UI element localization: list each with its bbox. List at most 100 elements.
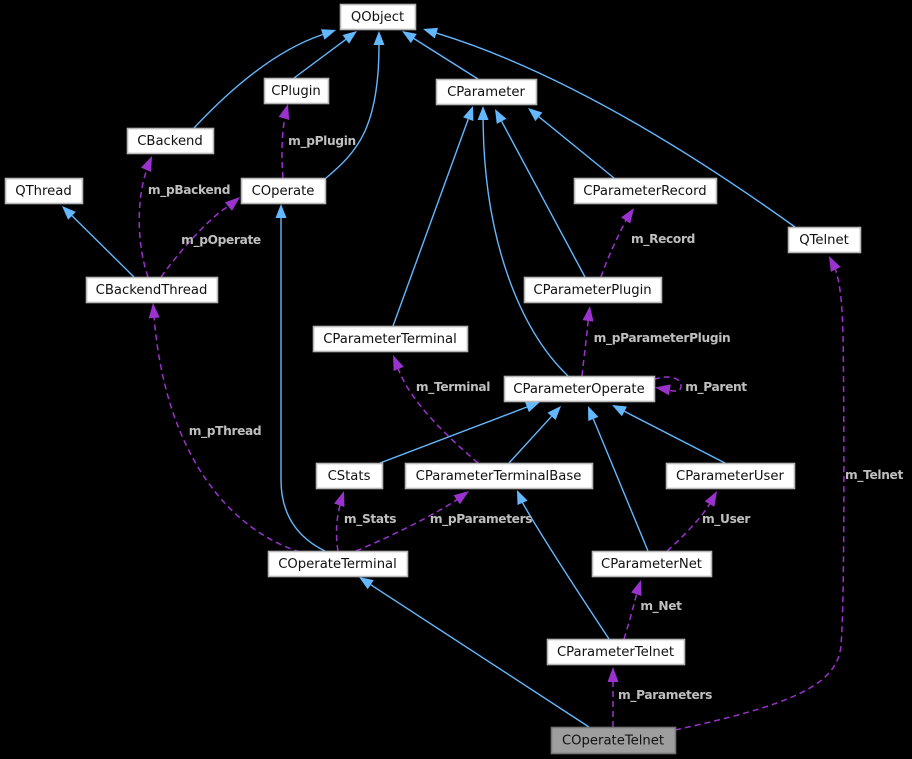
class-node-COperate[interactable]: COperate: [240, 177, 327, 205]
arrowhead-icon: [373, 31, 385, 45]
edge-CBackendThread-CBackend-m_pBackend: [138, 156, 152, 278]
class-node-CPlugin[interactable]: CPlugin: [263, 77, 330, 105]
arrowhead-icon: [359, 577, 374, 590]
edge-COperateTerminal-COperate: [275, 204, 326, 552]
class-node-CParameterRecord[interactable]: CParameterRecord: [573, 177, 718, 205]
arrowhead-icon: [547, 406, 561, 421]
arrowhead-icon: [582, 306, 594, 322]
arrowhead-icon: [334, 491, 345, 507]
class-node-label: QTelnet: [799, 233, 849, 248]
arrowhead-icon: [453, 491, 469, 505]
arrowhead-icon: [517, 490, 528, 506]
edge-label-m_Terminal: m_Terminal: [416, 380, 490, 395]
arrowhead-icon: [275, 204, 287, 218]
edge-CBackendThread-QThread: [62, 206, 135, 278]
edge-label-m_Telnet: m_Telnet: [845, 468, 903, 483]
edge-label-m_pPlugin: m_pPlugin: [288, 134, 356, 149]
edge-COperateTelnet-QTelnet-m_Telnet: [674, 256, 845, 731]
class-node-CParameter[interactable]: CParameter: [435, 78, 538, 106]
arrowhead-icon: [342, 31, 357, 44]
class-node-label: CPlugin: [271, 84, 321, 99]
edge-CBackend-QObject: [193, 29, 336, 129]
arrowhead-icon: [278, 104, 290, 120]
edge-COperate-CPlugin-m_pPlugin: [278, 104, 290, 179]
class-node-label: CParameterPlugin: [533, 283, 651, 298]
class-node-label: COperateTelnet: [562, 734, 664, 749]
class-node-CParameterUser[interactable]: CParameterUser: [665, 462, 796, 490]
edge-label-m_pOperate: m_pOperate: [181, 233, 261, 248]
class-node-CBackendThread[interactable]: CBackendThread: [85, 276, 219, 304]
arrowhead-icon: [621, 208, 634, 224]
arrowhead-icon: [607, 667, 619, 682]
arrowhead-icon: [829, 256, 841, 272]
class-node-label: CParameterNet: [601, 557, 702, 572]
edge-CBackendThread-COperate-m_pOperate: [160, 197, 240, 278]
arrowhead-icon: [477, 106, 489, 121]
arrowhead-icon: [140, 156, 152, 172]
edge-label-m_pParameters: m_pParameters: [430, 512, 532, 527]
class-node-CParameterTelnet[interactable]: CParameterTelnet: [546, 638, 686, 666]
class-node-label: CBackendThread: [96, 283, 208, 298]
edges-layer: [62, 27, 845, 731]
edge-CParameterUser-CParameterOperate: [612, 405, 726, 464]
class-node-label: CParameterRecord: [583, 184, 706, 199]
class-node-QObject[interactable]: QObject: [339, 3, 417, 31]
edge-label-m_pParameterPlugin: m_pParameterPlugin: [594, 331, 731, 346]
class-node-label: CStats: [328, 469, 371, 484]
class-node-label: CParameterUser: [676, 469, 784, 484]
edge-CParameterTerminalBase-CParameterOperate: [508, 406, 561, 464]
arrowhead-icon: [148, 303, 160, 319]
class-node-label: COperateTerminal: [278, 557, 397, 572]
edge-label-m_Stats: m_Stats: [344, 512, 396, 527]
class-node-CParameterPlugin[interactable]: CParameterPlugin: [523, 276, 663, 304]
class-node-COperateTerminal[interactable]: COperateTerminal: [267, 550, 409, 578]
class-node-label: CParameterOperate: [513, 382, 644, 397]
arrowhead-icon: [463, 106, 474, 122]
class-node-CParameterNet[interactable]: CParameterNet: [591, 550, 713, 578]
arrowhead-icon: [704, 491, 717, 507]
edge-label-m_Parameters: m_Parameters: [618, 688, 712, 703]
edge-CParameterTelnet-CParameterNet-m_Net: [623, 580, 642, 640]
edge-COperateTerminal-CStats-m_Stats: [334, 491, 345, 552]
edge-CParameterTelnet-CParameterTerminalBase: [517, 490, 610, 640]
edge-CParameterPlugin-CParameterRecord-m_Record: [600, 208, 634, 278]
class-node-CBackend[interactable]: CBackend: [126, 127, 215, 155]
class-node-CStats[interactable]: CStats: [315, 462, 384, 490]
edge-CParameterOperate-CParameterPlugin-m_pParameterPlugin: [581, 306, 594, 377]
arrowhead-icon: [612, 405, 627, 417]
class-node-CParameterTerminal[interactable]: CParameterTerminal: [312, 325, 469, 353]
class-node-label: CParameterTelnet: [557, 645, 674, 660]
class-node-QTelnet[interactable]: QTelnet: [787, 226, 862, 254]
class-node-CParameterTerminalBase[interactable]: CParameterTerminalBase: [404, 462, 594, 490]
class-node-COperateTelnet[interactable]: COperateTelnet: [550, 726, 677, 755]
edge-COperate-QObject: [325, 31, 385, 179]
arrowhead-icon: [655, 384, 671, 396]
arrowhead-icon: [588, 406, 599, 422]
class-node-QThread[interactable]: QThread: [4, 177, 84, 205]
edge-label-m_Parent: m_Parent: [685, 380, 747, 395]
edge-CParameterPlugin-CParameter: [495, 109, 586, 278]
edge-QTelnet-QObject: [423, 27, 796, 228]
class-node-label: CBackend: [137, 134, 203, 149]
arrowhead-icon: [524, 401, 540, 413]
edge-CParameterOperate-CParameterOperate-m_Parent: [653, 376, 682, 396]
arrowhead-icon: [495, 109, 507, 124]
edge-COperateTerminal-CParameterTerminalBase-m_pParameters: [355, 491, 469, 552]
arrowhead-icon: [402, 31, 417, 44]
arrowhead-icon: [528, 108, 543, 122]
edge-CPlugin-QObject: [293, 31, 357, 79]
edge-label-m_pThread: m_pThread: [189, 424, 262, 439]
edge-CParameter-QObject: [402, 31, 479, 80]
class-node-label: QObject: [351, 10, 404, 25]
edge-labels-layer: m_pPluginm_pBackendm_pOperatem_pThreadm_…: [148, 134, 904, 703]
edge-label-m_Record: m_Record: [631, 232, 695, 247]
class-node-CParameterOperate[interactable]: CParameterOperate: [503, 375, 656, 403]
edge-label-m_Net: m_Net: [640, 599, 682, 614]
edge-CStats-CParameterOperate: [379, 401, 540, 464]
arrowhead-icon: [62, 206, 76, 220]
edge-COperateTerminal-CBackendThread-m_pThread: [148, 303, 301, 553]
edge-CParameterNet-CParameterUser-m_User: [666, 491, 717, 552]
